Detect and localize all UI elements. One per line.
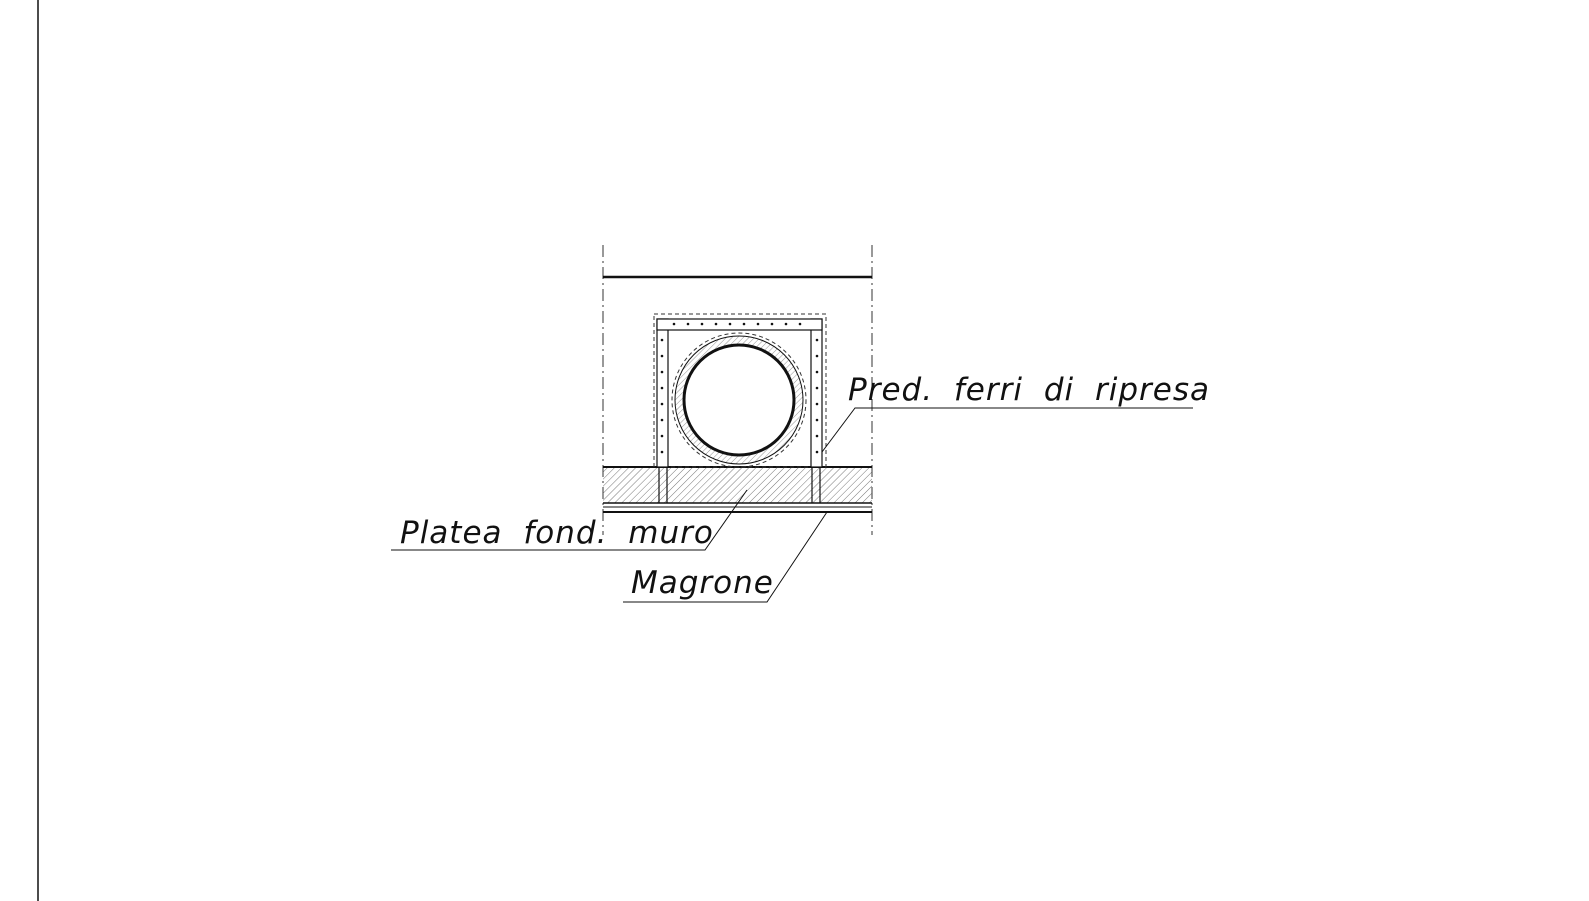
label-pred-ferri: Pred. ferri di ripresa <box>848 372 1210 408</box>
foundation-slab <box>603 467 872 503</box>
culvert-top-slab <box>656 318 823 331</box>
rebar-dots-top <box>672 322 802 326</box>
label-platea: Platea fond. muro <box>400 515 714 551</box>
label-magrone: Magrone <box>631 565 774 601</box>
rebar-dots-left-wall <box>660 338 664 454</box>
culvert-wall-left <box>656 318 669 468</box>
leader-magrone <box>623 511 828 603</box>
pipe-outer-dashed <box>671 332 807 468</box>
rebar-dots-right-wall <box>815 338 819 454</box>
leader-platea <box>391 489 748 551</box>
pipe-bore <box>682 343 796 457</box>
leader-pred-ferri <box>821 407 1193 453</box>
culvert-outer-dashed <box>653 313 827 468</box>
culvert-wall-right <box>810 318 823 468</box>
